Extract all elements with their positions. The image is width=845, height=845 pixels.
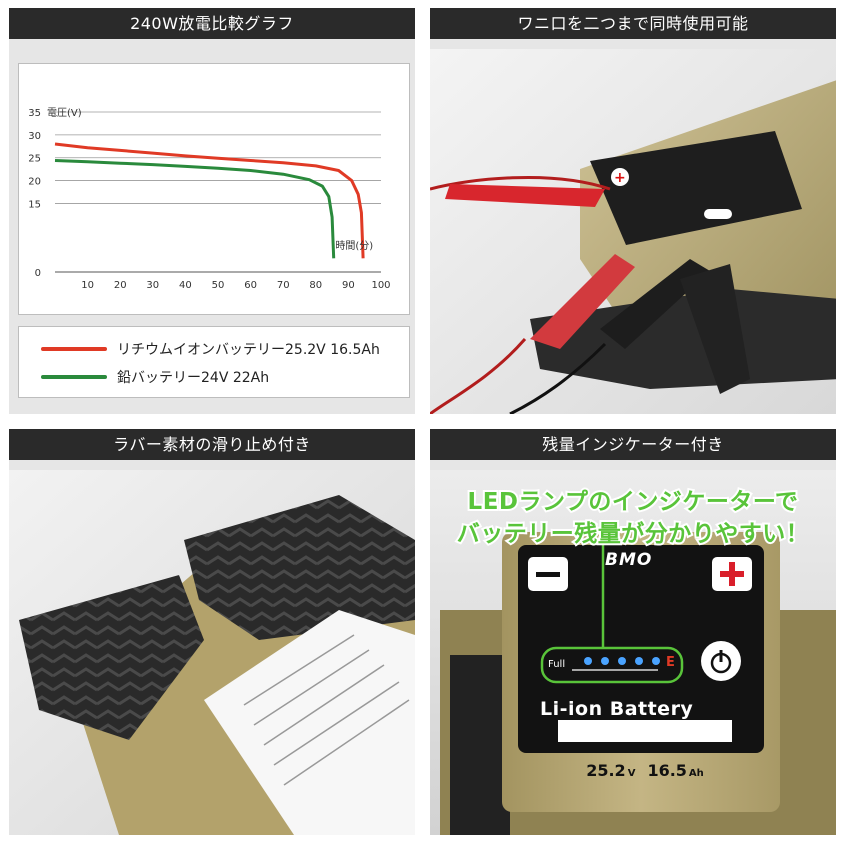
callout-line-2: バッテリー残量が分かりやすい！: [455, 519, 811, 549]
capacity-unit: Ah: [688, 768, 704, 779]
x-tick-label: 40: [179, 280, 192, 291]
rubber-panel: ラバー素材の滑り止め付き: [9, 429, 415, 835]
x-tick-label: 20: [114, 280, 127, 291]
led-dot: [635, 657, 643, 665]
series-line-1: [54, 159, 336, 259]
clips-illustration: +: [430, 49, 836, 414]
y-tick-label: 30: [28, 131, 41, 142]
empty-label: E: [666, 655, 675, 670]
y-tick-label: 0: [35, 268, 41, 279]
indicator-panel-header: 残量インジケーター付き: [430, 429, 836, 460]
clips-photo: +: [430, 49, 836, 414]
legend-swatch-lead: [41, 375, 107, 379]
y-tick-label: 20: [28, 177, 41, 188]
indicator-highlight: [540, 646, 684, 684]
x-tick-label: 90: [342, 280, 355, 291]
x-tick-label: 70: [277, 280, 290, 291]
rubber-pad-front: [19, 575, 204, 740]
callout-line-1: LEDランプのインジケーターで: [466, 487, 800, 517]
led-dot: [601, 657, 609, 665]
battery-title: Li-ion Battery: [540, 698, 694, 720]
rubber-illustration: [9, 470, 415, 835]
chart-legend: リチウムイオンバッテリー25.2V 16.5Ah 鉛バッテリー24V 22Ah: [18, 326, 410, 398]
rubber-base: [530, 289, 836, 389]
indicator-photo: BMO Full E Li-ion Battery 25.2 V 16.5 Ah…: [430, 470, 836, 835]
spec-strip: [558, 720, 732, 742]
capacity-value: 16.5: [647, 761, 687, 780]
chart-area: 0 15 20 25 30 35 10 20 30 40 50 60 70 80 90 100 電圧(V) 時…: [18, 63, 410, 315]
voltage-unit: V: [627, 768, 636, 779]
voltage-value: 25.2: [586, 761, 626, 780]
legend-item-li-ion: リチウムイオンバッテリー25.2V 16.5Ah: [41, 337, 380, 361]
led-dot: [584, 657, 592, 665]
red-clip: [445, 184, 605, 207]
svg-text:+: +: [614, 170, 626, 186]
full-label: Full: [548, 659, 566, 670]
battery-top-label: [590, 131, 802, 245]
y-tick-label: 15: [28, 199, 41, 210]
y-tick-label: 35: [28, 108, 41, 119]
x-tick-label: 50: [212, 280, 225, 291]
spec-sticker: [204, 610, 415, 835]
legend-swatch-li-ion: [41, 347, 107, 351]
rubber-photo: [9, 470, 415, 835]
x-tick-label: 60: [244, 280, 257, 291]
chart-panel-header: 240W放電比較グラフ: [9, 8, 415, 39]
battery-specs: 25.2 V 16.5 Ah: [558, 761, 732, 783]
led-dot: [618, 657, 626, 665]
indicator-illustration: [430, 470, 836, 835]
clips-panel: ワニ口を二つまで同時使用可能 +: [430, 8, 836, 414]
legend-label-li-ion: リチウムイオンバッテリー25.2V 16.5Ah: [117, 342, 380, 358]
x-tick-label: 10: [81, 280, 94, 291]
rubber-pad-rear: [184, 495, 415, 640]
x-tick-label: 100: [371, 280, 390, 291]
series-line-0: [54, 142, 365, 259]
x-axis-label: 時間(分): [335, 240, 373, 252]
legend-label-lead: 鉛バッテリー24V 22Ah: [117, 370, 270, 386]
rubber-side: [450, 655, 510, 835]
y-axis-label: 電圧(V): [47, 107, 82, 119]
x-tick-label: 80: [309, 280, 322, 291]
indicator-panel: 残量インジケーター付き: [430, 429, 836, 835]
brand-logo: BMO: [605, 550, 653, 570]
discharge-chart: 0 15 20 25 30 35 10 20 30 40 50 60 70 80 90 100 電圧(V) 時…: [28, 107, 390, 291]
black-clip-2: [680, 264, 750, 394]
legend-item-lead: 鉛バッテリー24V 22Ah: [41, 365, 269, 389]
x-tick-label: 30: [146, 280, 159, 291]
red-clip-2: [530, 254, 635, 349]
chart-panel: 240W放電比較グラフ 0 15 20 25 30 35 10 20 30 40 50 60 70 80 9…: [9, 8, 415, 414]
clips-panel-header: ワニ口を二つまで同時使用可能: [430, 8, 836, 39]
y-tick-label: 25: [28, 154, 41, 165]
led-dot: [652, 657, 660, 665]
rubber-panel-header: ラバー素材の滑り止め付き: [9, 429, 415, 460]
